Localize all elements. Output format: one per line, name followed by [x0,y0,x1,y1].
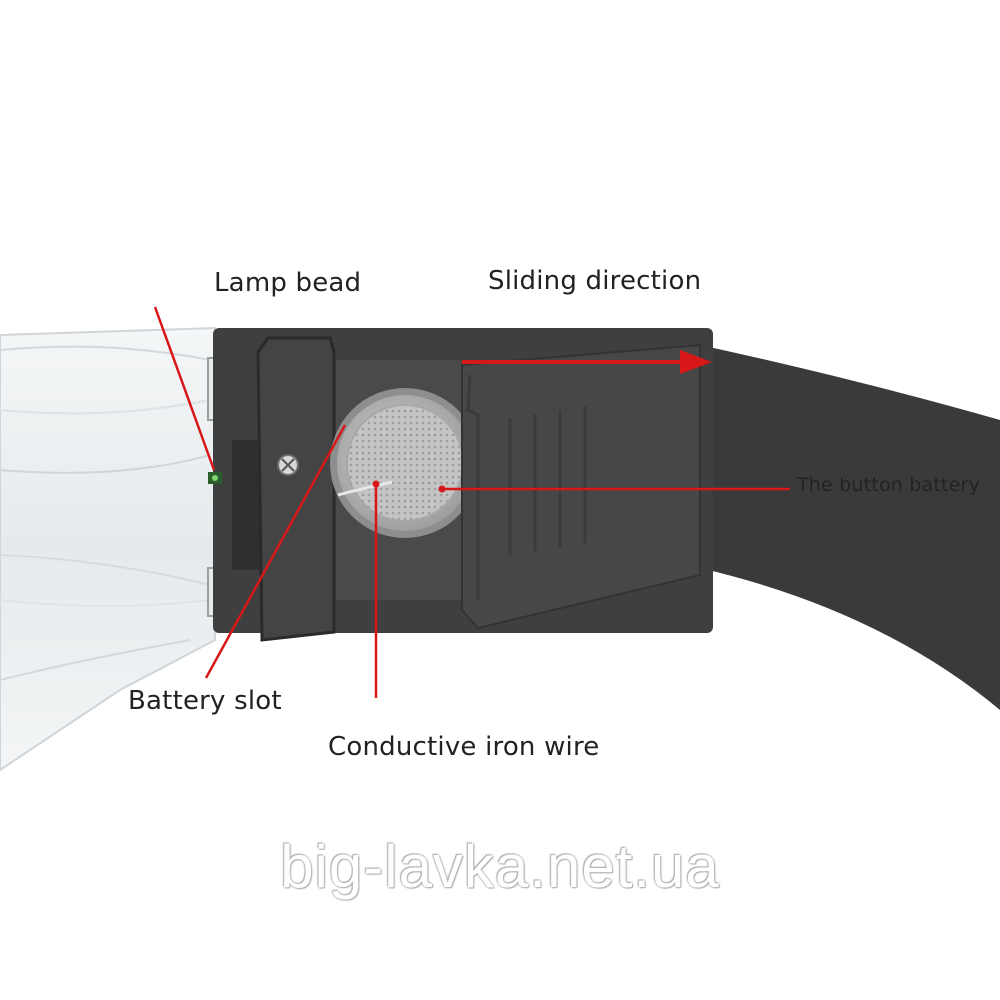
battery-slot-label: Battery slot [128,686,282,716]
watermark: big-lavka.net.ua [280,833,720,900]
lamp-bead-label: Lamp bead [214,268,362,298]
wire-pointer-dot [372,480,380,488]
button-battery-label: The button battery [797,474,981,496]
lamp-bead [208,472,222,484]
button-battery [330,388,480,538]
battery-slot-pointer [204,424,347,679]
battery-pointer-dot [438,485,446,493]
conductive-wire [337,480,393,497]
sliding-arrow-head [680,350,712,374]
sliding-cover [461,343,701,630]
lamp-bead-pointer [153,306,216,471]
pointer-lines [153,306,790,698]
conductive-wire-label: Conductive iron wire [328,732,600,762]
sliding-direction-label: Sliding direction [488,266,702,296]
temple-arm [700,345,1000,710]
clear-lens [0,326,216,772]
battery-slot-plate [256,336,336,642]
